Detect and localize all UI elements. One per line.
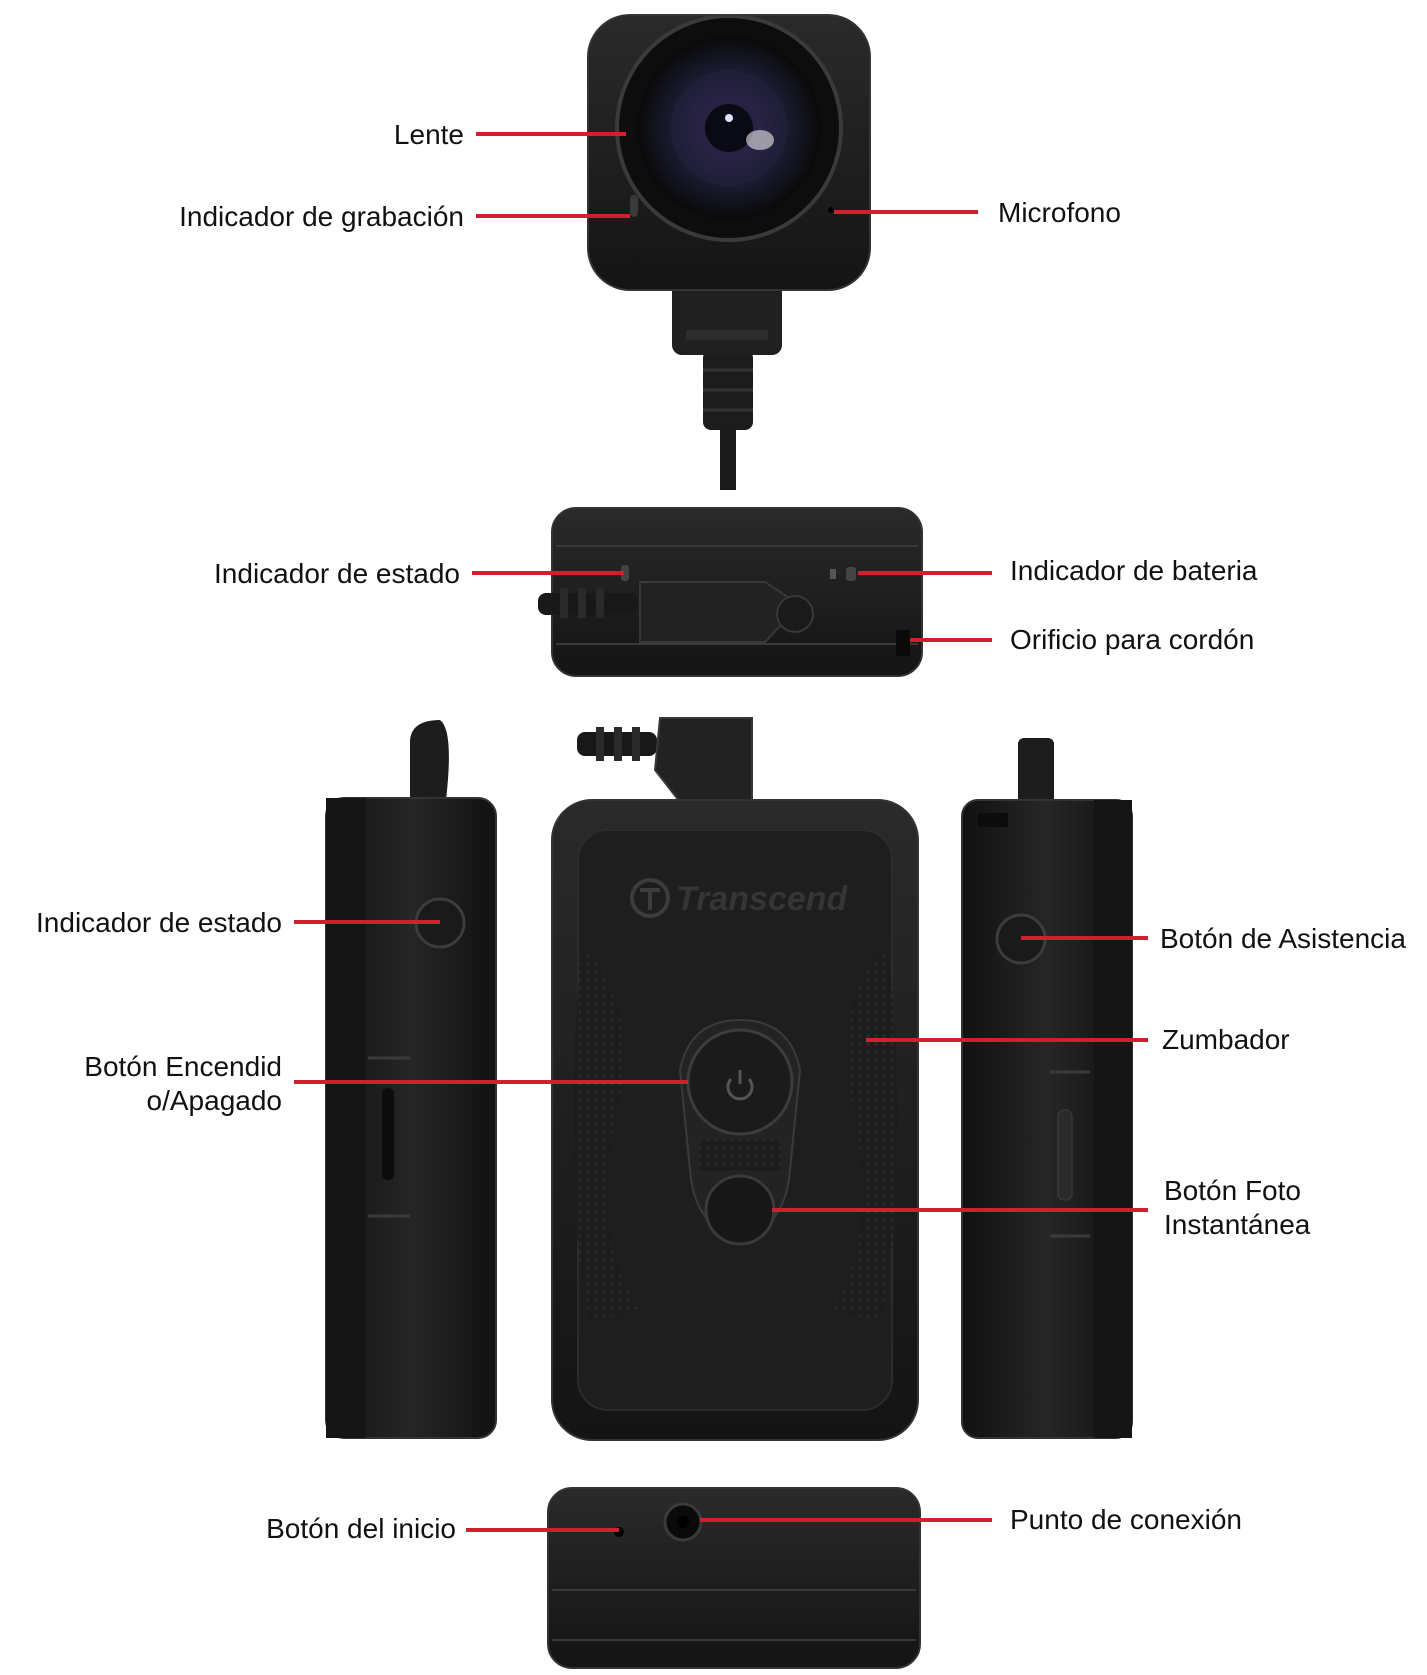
label-status-indicator-top: Indicador de estado: [214, 558, 460, 589]
label-microphone: Microfono: [998, 197, 1121, 228]
label-battery-indicator: Indicador de bateria: [1010, 555, 1258, 586]
snapshot-button-shape[interactable]: [704, 1174, 776, 1246]
label-snapshot-button: Botón Foto Instantánea: [1164, 1175, 1311, 1240]
body-front-view: Transcend: [551, 717, 919, 1441]
lanyard-hole: [896, 630, 910, 656]
leader-lines: [294, 132, 1148, 1532]
logo-text: Transcend: [676, 880, 849, 918]
label-assist-button: Botón de Asistencia: [1160, 923, 1406, 954]
label-reset-button: Botón del inicio: [266, 1513, 456, 1544]
camera-head: [587, 14, 871, 490]
cable-strain-relief: [703, 350, 753, 430]
power-icon: [726, 1070, 754, 1101]
body-top-view: [538, 507, 923, 677]
transcend-logo: Transcend: [630, 878, 849, 918]
label-status-indicator-side: Indicador de estado: [36, 907, 282, 938]
front-cable-plug: [577, 717, 753, 803]
label-lanyard-hole: Orificio para cordón: [1010, 624, 1255, 655]
left-grip-panel: [572, 945, 640, 1320]
body-bottom-view: [547, 1487, 921, 1669]
microphone-hole: [828, 207, 834, 213]
label-connection-port: Punto de conexión: [1010, 1504, 1242, 1535]
battery-indicator-light: [846, 567, 856, 581]
label-buzzer: Zumbador: [1162, 1024, 1290, 1055]
body-left-side-view: [325, 720, 497, 1439]
label-power-button: Botón Encendid o/Apagado: [84, 1051, 282, 1116]
label-recording-indicator: Indicador de grabación: [179, 201, 464, 232]
top-cable-plug: [538, 581, 814, 643]
body-right-side-view: [961, 738, 1133, 1439]
top-status-indicator-light: [621, 565, 629, 581]
recording-indicator-light: [630, 195, 638, 217]
label-lens: Lente: [393, 119, 464, 150]
